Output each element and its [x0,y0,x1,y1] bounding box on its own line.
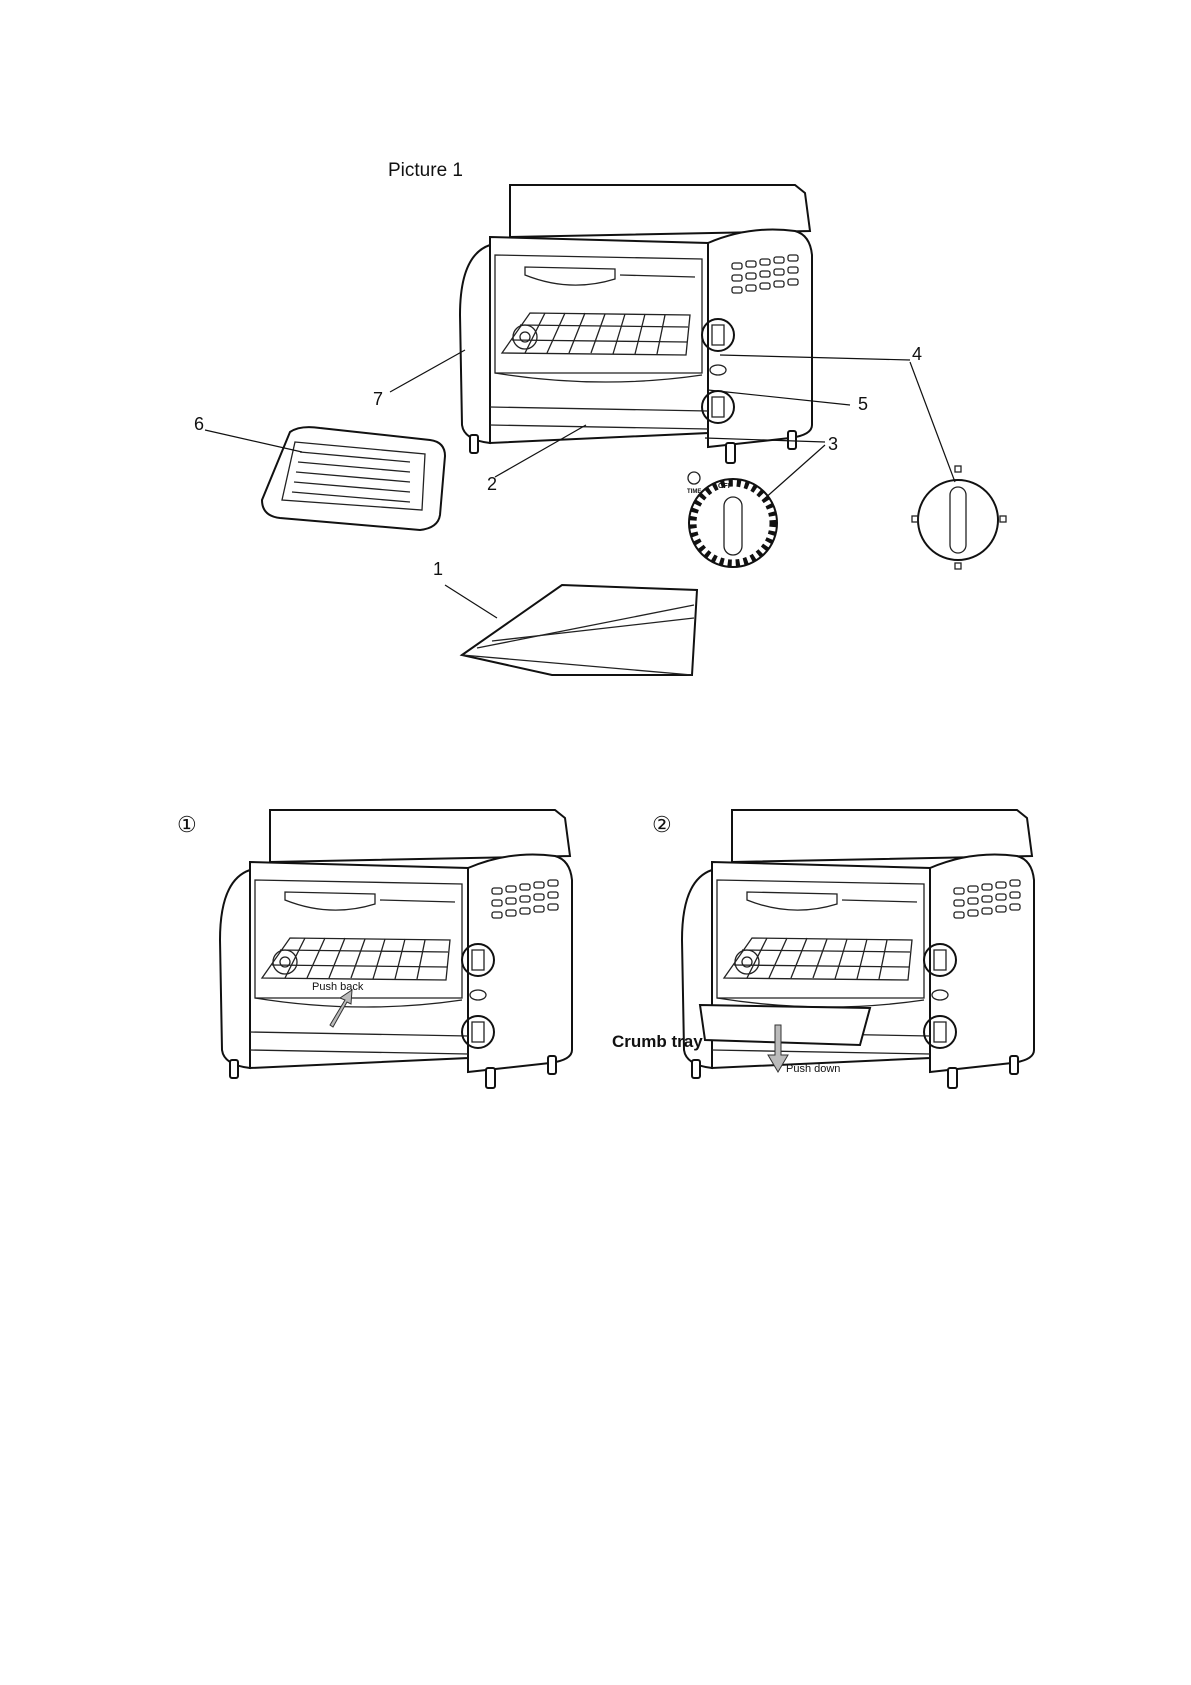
callout-1: 1 [433,559,443,579]
timer-time-label: TIME [687,489,701,495]
toaster-oven-step-1 [220,810,572,1088]
baking-pan [262,427,445,530]
crumb-tray-label: Crumb tray [612,1032,703,1051]
toaster-oven-step-2 [682,810,1034,1088]
callout-2: 2 [487,474,497,494]
timer-off-label: OFF [718,483,733,490]
callout-5: 5 [858,394,868,414]
callout-3: 3 [828,434,838,454]
toaster-oven-main [460,185,812,463]
crumb-tray [700,1005,870,1045]
step-2-marker: ② [652,812,672,837]
push-down-label: Push down [786,1063,840,1075]
push-back-label: Push back [312,981,364,993]
diagram-title: Picture 1 [388,160,463,181]
function-dial [912,466,1006,569]
callout-4: 4 [912,344,922,364]
wire-rack [462,585,697,675]
callout-6: 6 [194,414,204,434]
step-1-marker: ① [177,812,197,837]
callout-7: 7 [373,389,383,409]
timer-dial: OFF TIME [687,472,777,567]
